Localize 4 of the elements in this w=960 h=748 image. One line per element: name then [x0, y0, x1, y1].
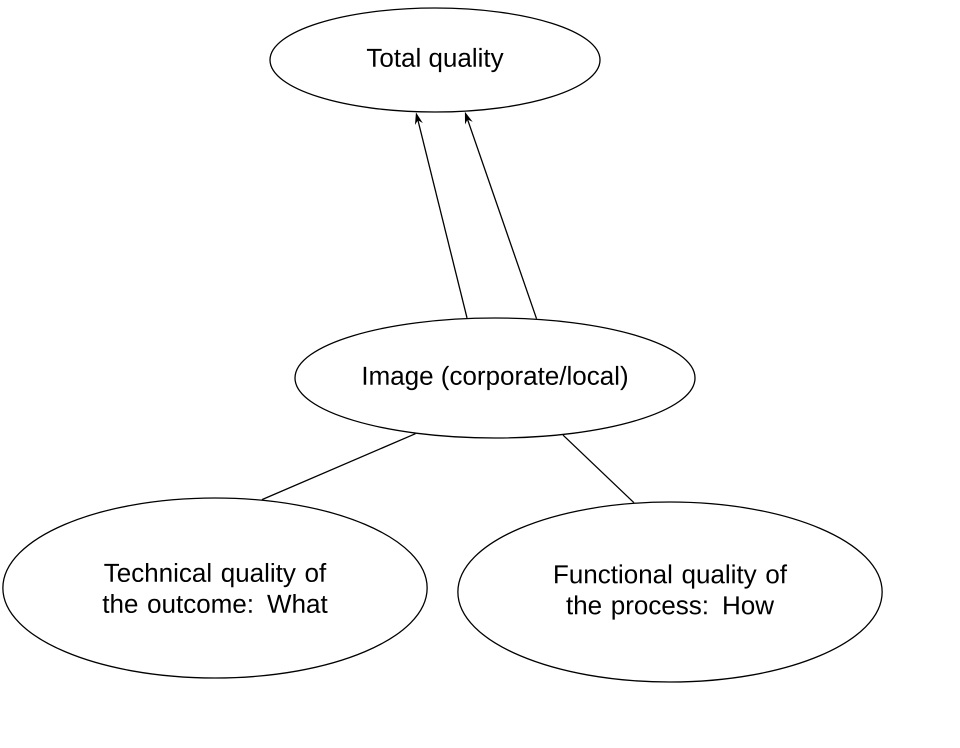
ellipse-node: Total quality — [269, 7, 601, 113]
ellipse-node: Technical quality of the outcome: What — [2, 497, 428, 679]
ellipse-node: Functional quality of the process: How — [457, 501, 883, 683]
ellipse-node: Image (corporate/local) — [294, 317, 696, 439]
